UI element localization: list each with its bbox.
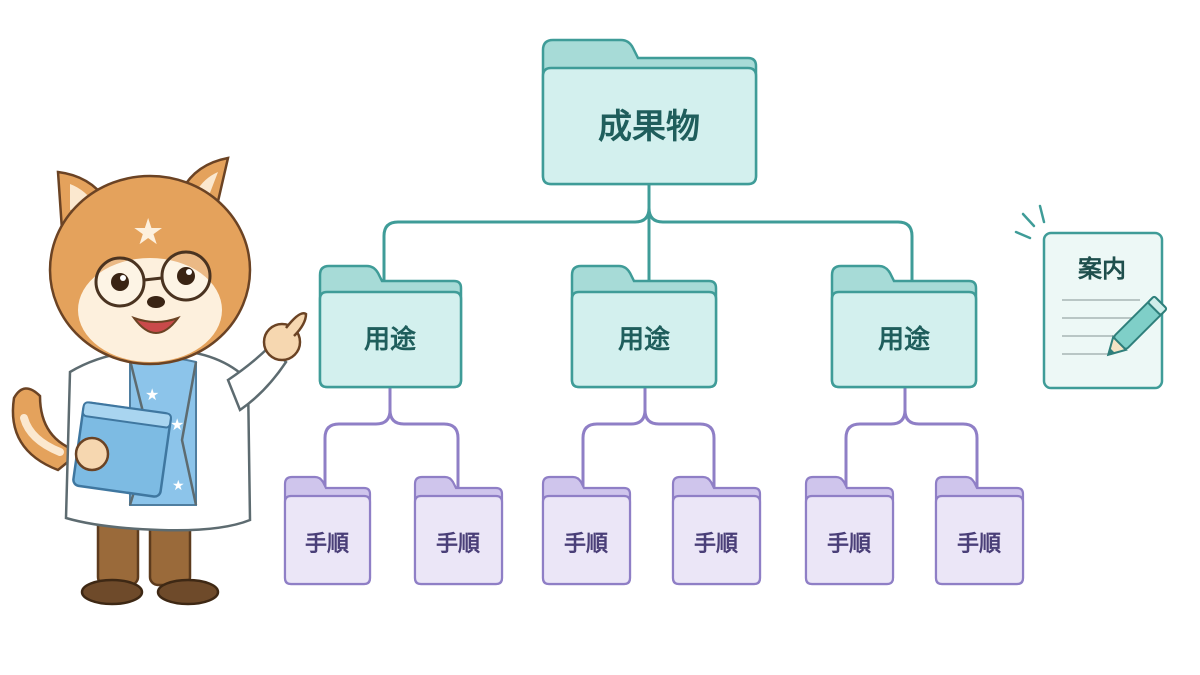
folder-leaf-1-2-label: 手順 [436,532,481,557]
folder-leaf-1-1-label: 手順 [305,532,350,557]
folder-icon [570,264,718,389]
folder-leaf-2-1: 手順 [541,475,632,586]
folder-icon [318,264,463,389]
folder-branch-1: 用途 [318,264,463,389]
folder-root-label: 成果物 [598,107,700,147]
folder-branch-2: 用途 [570,264,718,389]
folder-branch-2-label: 用途 [618,324,671,355]
note-label: 案内 [1077,255,1126,283]
folder-leaf-3-2: 手順 [934,475,1025,586]
folder-icon [541,475,632,586]
folder-leaf-2-2-label: 手順 [694,532,739,557]
note-document: 案内 [1014,204,1168,390]
connector-root-right [647,206,914,282]
svg-text:★: ★ [132,212,164,253]
folder-leaf-3-2-label: 手順 [957,532,1002,557]
folder-branch-1-label: 用途 [364,324,417,355]
folder-root: 成果物 [541,38,758,186]
connector-lines [323,182,979,490]
folder-icon [671,475,762,586]
folder-leaf-1-2: 手順 [413,475,504,586]
connector-branch-1 [323,386,460,490]
connector-branch-3 [844,386,979,490]
shiba-dog-scientist-icon: ★ ★ ★ ★ ★ [11,156,308,606]
folder-leaf-3-1-label: 手順 [827,532,872,557]
folder-icon [934,475,1025,586]
folder-icon [541,38,758,186]
folder-branch-3: 用途 [830,264,978,389]
folder-leaf-2-2: 手順 [671,475,762,586]
sparkle-lines [1014,204,1046,240]
folder-icon [830,264,978,389]
folder-leaf-3-1: 手順 [804,475,895,586]
folder-branch-3-label: 用途 [878,324,931,355]
svg-text:★: ★ [172,478,185,494]
document-with-pencil-icon [1042,231,1168,390]
folder-icon [804,475,895,586]
folder-icon [283,475,372,586]
folder-leaf-1-1: 手順 [283,475,372,586]
folder-icon [413,475,504,586]
folder-leaf-2-1-label: 手順 [564,532,609,557]
svg-text:★: ★ [145,385,159,404]
svg-text:★: ★ [170,415,184,434]
connector-branch-2 [581,386,716,490]
